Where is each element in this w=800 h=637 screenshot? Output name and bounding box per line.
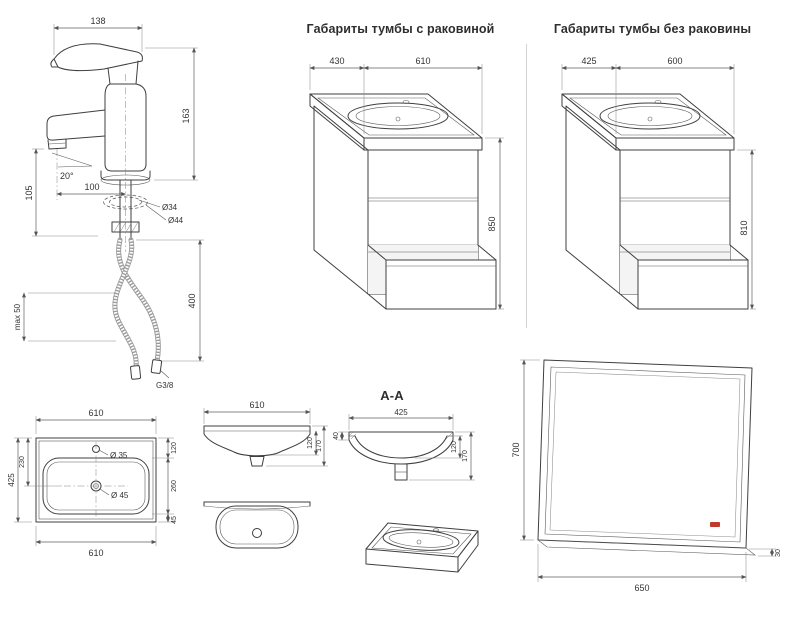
basin-outline bbox=[599, 102, 701, 130]
mirror-drawing: 700 650 30 bbox=[511, 359, 782, 593]
bowl-underside bbox=[215, 505, 299, 549]
basin-section-view: 425 40 120 170 bbox=[333, 408, 475, 481]
bowl-outline bbox=[382, 529, 460, 551]
section-divider bbox=[526, 44, 527, 328]
dim-total-height: 170 bbox=[462, 450, 469, 462]
cabinet-dimensions: 430 610 850 bbox=[309, 56, 504, 310]
basin-section-drawing bbox=[348, 431, 454, 481]
dim-basin-depth: 425 bbox=[7, 473, 16, 487]
dim-drain-offset: 230 bbox=[19, 456, 26, 468]
dim-thread: G3/8 bbox=[156, 381, 174, 390]
dim-rim-height: 40 bbox=[333, 432, 340, 440]
basin-top-drawing bbox=[35, 437, 157, 523]
faucet-dimensions: 138 163 20° 100 105 Ø34 Ø44 bbox=[13, 16, 204, 390]
dim-cabinet-height: 850 bbox=[487, 216, 497, 231]
faucet-body bbox=[46, 43, 151, 252]
cabinet-with-sink-drawing: 430 610 850 bbox=[309, 56, 504, 310]
dim-back-ledge: 120 bbox=[171, 442, 178, 454]
drain-hole bbox=[416, 539, 422, 545]
open-drawer bbox=[367, 244, 497, 310]
drain-hole bbox=[395, 116, 401, 122]
dim-front-ledge: 45 bbox=[171, 516, 178, 524]
hose-fitting bbox=[150, 359, 163, 374]
dim-cabinet-width: 610 bbox=[415, 56, 430, 66]
basin-3d-view bbox=[365, 522, 479, 573]
basin-outline bbox=[347, 102, 449, 130]
basin-bottom-drawing bbox=[203, 501, 311, 549]
basin-top-dimensions: 610 425 230 Ø 35 Ø 45 610 120 260 bbox=[7, 408, 178, 558]
cabinet-drawing bbox=[309, 93, 497, 310]
dim-bowl-length: 260 bbox=[171, 480, 178, 492]
dim-basin-height: 170 bbox=[316, 440, 323, 452]
dim-faucet-width: 138 bbox=[90, 16, 105, 26]
dim-faucet-height: 163 bbox=[181, 108, 191, 123]
faucet-hoses bbox=[112, 237, 163, 380]
dim-basin-front-width: 610 bbox=[249, 400, 264, 410]
dim-basin-width-top: 610 bbox=[88, 408, 103, 418]
title-cabinet-with-sink: Габариты тумбы с раковиной bbox=[306, 22, 495, 36]
open-drawer bbox=[619, 244, 749, 310]
dim-mirror-width: 650 bbox=[634, 583, 649, 593]
drain-stub bbox=[249, 456, 265, 467]
dim-hose-length: 400 bbox=[187, 293, 197, 308]
dim-section-width: 425 bbox=[394, 408, 408, 417]
dim-faucet-spout-reach: 100 bbox=[84, 182, 99, 192]
dim-faucet-base-dia: Ø44 bbox=[168, 216, 184, 225]
brand-mark bbox=[710, 522, 720, 527]
mirror-frame bbox=[537, 359, 756, 556]
mirror-bottom-edge bbox=[537, 539, 756, 556]
basin-front-dimensions: 610 120 170 bbox=[203, 400, 328, 467]
dim-cabinet-width: 600 bbox=[667, 56, 682, 66]
section-label: А-А bbox=[380, 388, 404, 403]
dim-bowl-depth: 120 bbox=[451, 441, 458, 453]
faucet-drawing: 138 163 20° 100 105 Ø34 Ø44 bbox=[13, 16, 204, 390]
basin-front-view: 610 120 170 bbox=[203, 400, 328, 467]
hose-fitting bbox=[130, 365, 142, 380]
dim-faucet-body-dia: Ø34 bbox=[162, 203, 178, 212]
tap-hole bbox=[402, 100, 410, 104]
basin-top-view: 610 425 230 Ø 35 Ø 45 610 120 260 bbox=[7, 408, 178, 558]
cabinet-dimensions: 425 600 810 bbox=[561, 56, 756, 310]
title-cabinet-without-sink: Габариты тумбы без раковины bbox=[553, 22, 752, 36]
tap-hole bbox=[654, 100, 662, 104]
dim-mirror-depth: 30 bbox=[775, 549, 782, 557]
dim-drain-dia: Ø 45 bbox=[111, 491, 129, 500]
basin-3d-drawing bbox=[365, 522, 479, 573]
basin-section-dimensions: 425 40 120 170 bbox=[333, 408, 475, 481]
cabinet-drawing bbox=[561, 93, 749, 310]
dim-faucet-angle: 20° bbox=[60, 171, 74, 181]
dim-cabinet-depth: 425 bbox=[581, 56, 596, 66]
dim-tap-hole-dia: Ø 35 bbox=[110, 451, 128, 460]
tap-hole bbox=[433, 528, 439, 532]
dim-max-panel: max 50 bbox=[13, 303, 22, 330]
dim-mirror-height: 700 bbox=[511, 442, 521, 457]
dim-bowl-depth: 120 bbox=[307, 437, 314, 449]
dim-cabinet-height: 810 bbox=[739, 220, 749, 235]
basin-front-drawing bbox=[203, 425, 311, 467]
dim-basin-width-bottom: 610 bbox=[88, 548, 103, 558]
drain-hole bbox=[647, 116, 653, 122]
cabinet-without-sink-drawing: 425 600 810 bbox=[561, 56, 756, 310]
dim-faucet-body-height: 105 bbox=[24, 185, 34, 200]
basin-bottom-view bbox=[203, 501, 311, 549]
dim-cabinet-depth: 430 bbox=[329, 56, 344, 66]
mirror-dimensions: 700 650 30 bbox=[511, 359, 782, 593]
drain-hole bbox=[252, 528, 262, 538]
